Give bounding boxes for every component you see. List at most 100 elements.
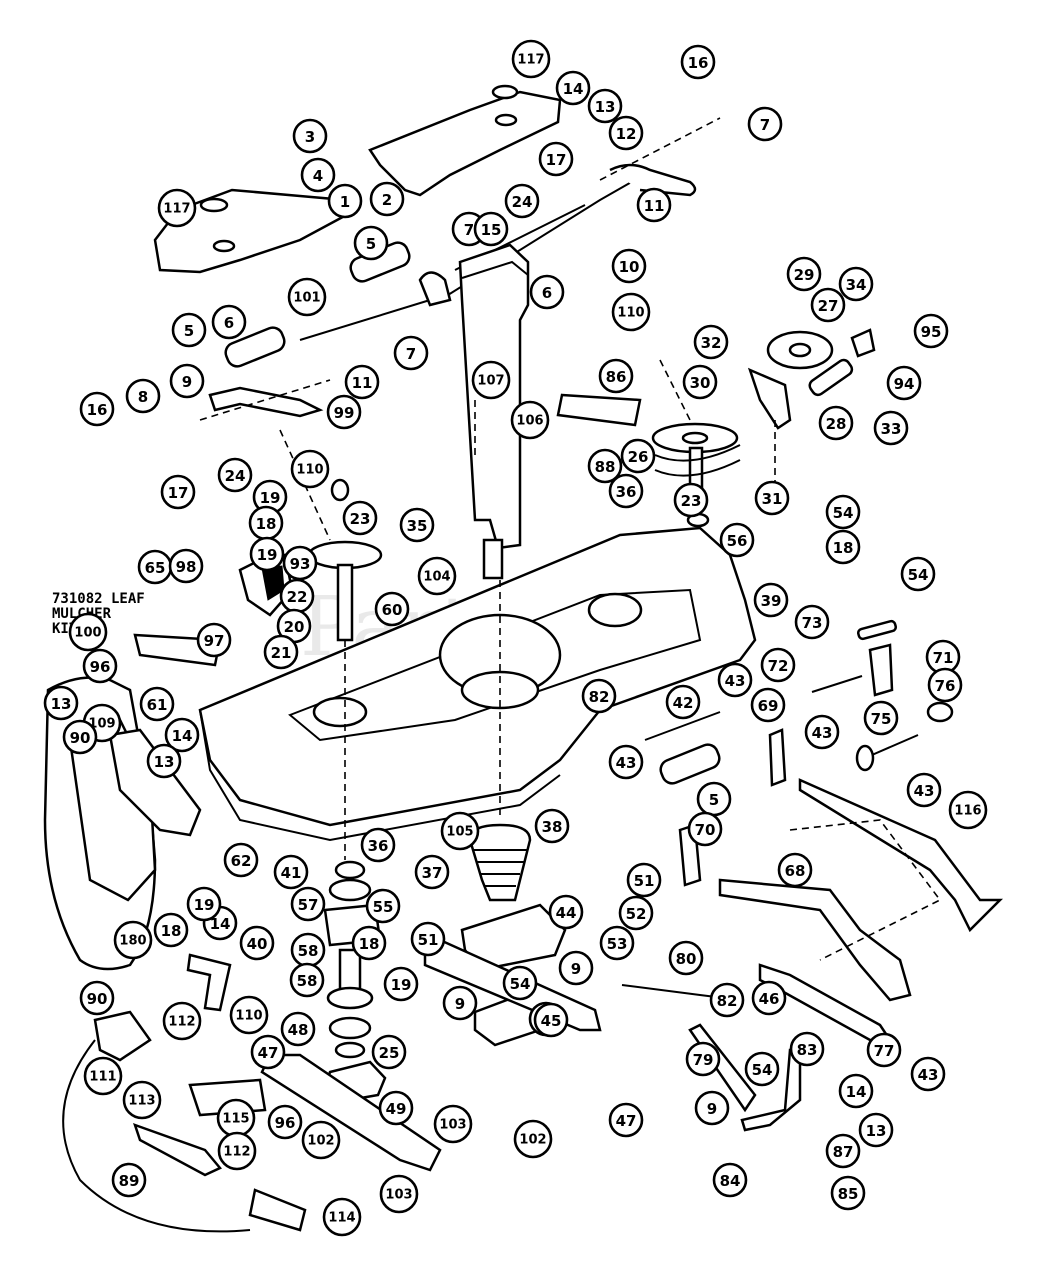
part-callout: 100 [68,612,108,652]
callout-number: 103 [439,1118,466,1133]
callout-number: 93 [290,555,311,573]
callout-circle [43,685,79,721]
part-callout: 13 [858,1112,894,1148]
callout-number: 43 [914,782,935,800]
part-callout: 93 [282,545,318,581]
roller-right [659,743,721,785]
callout-circle [79,980,115,1016]
part-callout: 85 [830,1175,866,1211]
callout-number: 9 [707,1100,717,1118]
callout-number: 117 [163,202,190,217]
callout-number: 55 [373,898,394,916]
callout-circle [267,1104,303,1140]
callout-number: 19 [257,546,278,564]
part-callout: 112 [162,1001,202,1041]
callout-number: 82 [589,688,610,706]
callout-circle [371,1034,407,1070]
part-callout: 84 [712,1162,748,1198]
clevis-111 [93,1010,152,1062]
part-callout: 13 [146,743,182,779]
part-callout: 11 [344,364,380,400]
part-callout: 75 [863,700,899,736]
part-callout: 60 [374,591,410,627]
part-callout: 54 [900,556,936,592]
part-callout: 90 [62,719,98,755]
callout-number: 110 [235,1009,262,1024]
callout-circle [825,1133,861,1169]
callout-number: 114 [328,1211,355,1226]
callout-number: 11 [644,197,665,215]
part-callout: 4 [300,157,336,193]
callout-number: 90 [87,990,108,1008]
callout-number: 10 [619,258,640,276]
callout-number: 113 [128,1094,155,1109]
part-callout: 6 [529,274,565,310]
callout-number: 43 [616,754,637,772]
dash-line-2 [599,117,721,181]
callout-number: 18 [161,922,182,940]
callout-number: 30 [690,374,711,392]
callout-number: 100 [74,626,101,641]
callout-number: 37 [422,864,443,882]
part-callout: 9 [558,950,594,986]
callout-circle [139,686,175,722]
callout-number: 27 [818,297,839,315]
callout-circle [504,183,540,219]
callout-circle [290,886,326,922]
part-callout: 13 [587,88,623,124]
callout-circle [581,678,617,714]
callout-number: 53 [607,935,628,953]
part-callout: 7 [747,106,783,142]
part-callout: 43 [717,662,753,698]
callout-circle [211,304,247,340]
part-callout: 19 [252,479,288,515]
callout-number: 102 [519,1133,546,1148]
part-callout: 47 [250,1034,286,1070]
callout-circle [587,88,623,124]
callout-circle [410,921,446,957]
part-callout: 25 [371,1034,407,1070]
spacer-58 [338,948,362,992]
callout-circle [866,1032,902,1068]
callout-number: 98 [176,558,197,576]
callout-number: 77 [874,1042,895,1060]
part-callout: 68 [777,852,813,888]
idler-bracket-34 [850,328,876,358]
callout-number: 57 [298,896,319,914]
callout-number: 19 [194,896,215,914]
bracket-69 [768,728,787,787]
callout-number: 35 [407,517,428,535]
part-callout: 117 [157,188,197,228]
part-callout: 33 [873,410,909,446]
callout-circle [673,482,709,518]
part-callout: 19 [249,536,285,572]
callout-number: 58 [297,972,318,990]
part-callout: 34 [838,266,874,302]
belt-26 [654,444,741,477]
part-callout: 41 [273,854,309,890]
callout-number: 6 [542,284,552,302]
callout-circle [548,894,584,930]
lift-link-front [609,163,697,197]
callout-circle [393,335,429,371]
callout-circle [838,266,874,302]
callout-number: 7 [760,116,770,134]
callout-number: 5 [366,235,376,253]
part-callout: 24 [504,183,540,219]
callout-number: 89 [119,1172,140,1190]
part-callout: 19 [383,966,419,1002]
callout-number: 16 [688,54,709,72]
part-callout: 105 [440,811,480,851]
callout-circle [68,612,108,652]
part-callout: 18 [825,529,861,565]
part-callout: 5 [696,781,732,817]
callout-number: 70 [695,821,716,839]
callout-circle [668,940,704,976]
callout-number: 72 [768,657,789,675]
part-callout: 43 [804,714,840,750]
callout-circle [825,494,861,530]
callout-number: 107 [477,374,504,389]
callout-circle [927,667,963,703]
callout-circle [513,1119,553,1159]
callout-circle [611,292,651,332]
